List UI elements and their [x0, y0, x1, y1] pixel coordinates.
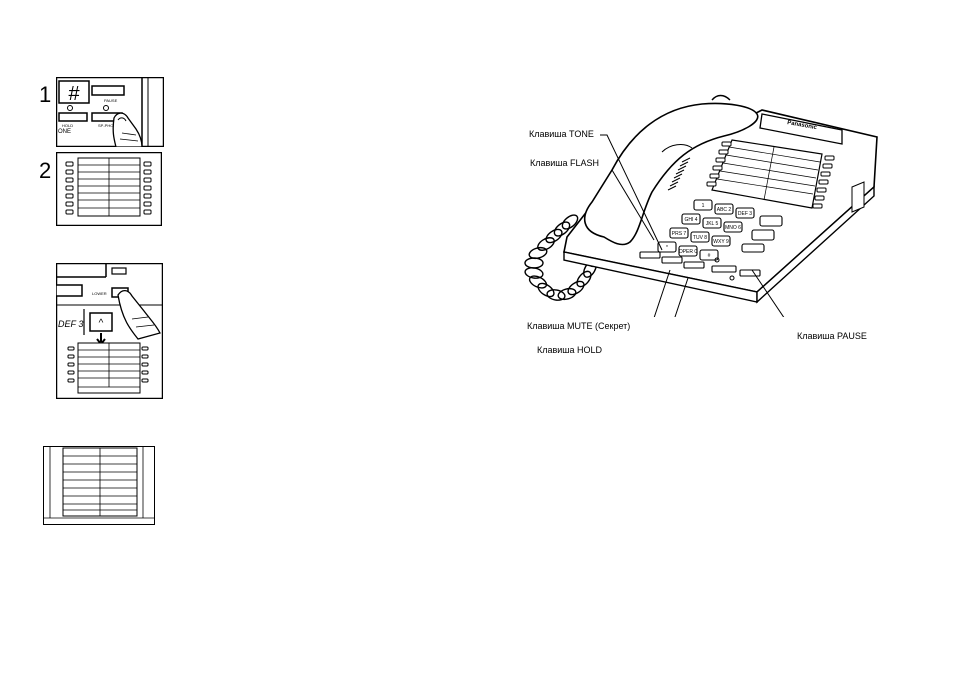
lower-key-label: LOWER: [92, 291, 107, 296]
keypad-key-label: *: [666, 245, 668, 251]
keypad-key-label: DEF 3: [738, 211, 752, 217]
pause-key-label: PAUSE: [104, 98, 118, 103]
hold-key: [59, 113, 87, 121]
keypad-key-label: MNO 6: [725, 225, 741, 231]
step-2-number: 2: [39, 160, 51, 182]
keypad-key-label: GHI 4: [684, 217, 697, 223]
panel-keys-illustration: # PAUSE HOLD SP-PHONE ONE: [56, 77, 164, 147]
callout-pause-key: Клавиша PAUSE: [797, 331, 867, 341]
keypad-key-label: JKL 5: [706, 221, 719, 227]
callout-flash-key: Клавиша FLASH: [530, 158, 599, 168]
hold-key-label: HOLD: [62, 123, 73, 128]
step-1-number: 1: [39, 84, 51, 106]
memory-buttons-left: [66, 162, 73, 214]
callout-mute-key: Клавиша MUTE (Секрет): [527, 321, 630, 331]
callout-tone-key: Клавиша TONE: [529, 129, 594, 139]
hash-key-label: #: [68, 83, 80, 105]
keypad-key-label: PRS 7: [672, 231, 687, 237]
callout-hold-key: Клавиша HOLD: [537, 345, 602, 355]
up-arrow-icon: ^: [99, 318, 104, 329]
keypad-key-label: OPER 0: [679, 249, 698, 255]
keypad-key-label: ABC 2: [717, 207, 732, 213]
pause-key: [92, 86, 124, 95]
keypad-key-label: TUV 8: [693, 235, 707, 241]
keypad-key-label: #: [708, 253, 711, 259]
telephone-illustration: Panasonic 1 ABC 2 DEF 3 GHI 4 JKL 5: [512, 92, 882, 317]
memory-buttons-right: [144, 162, 151, 214]
directory-card-illustration: [56, 152, 162, 226]
panel-edge-text: ONE: [58, 129, 71, 135]
keypad-key-label: 1: [702, 203, 705, 209]
keypad-key-label: WXY 9: [713, 239, 729, 245]
directory-card-blank: [43, 446, 155, 525]
lower-key-illustration: LOWER DEF 3 ^: [56, 263, 163, 399]
def-3-key-label: DEF 3: [58, 319, 83, 329]
